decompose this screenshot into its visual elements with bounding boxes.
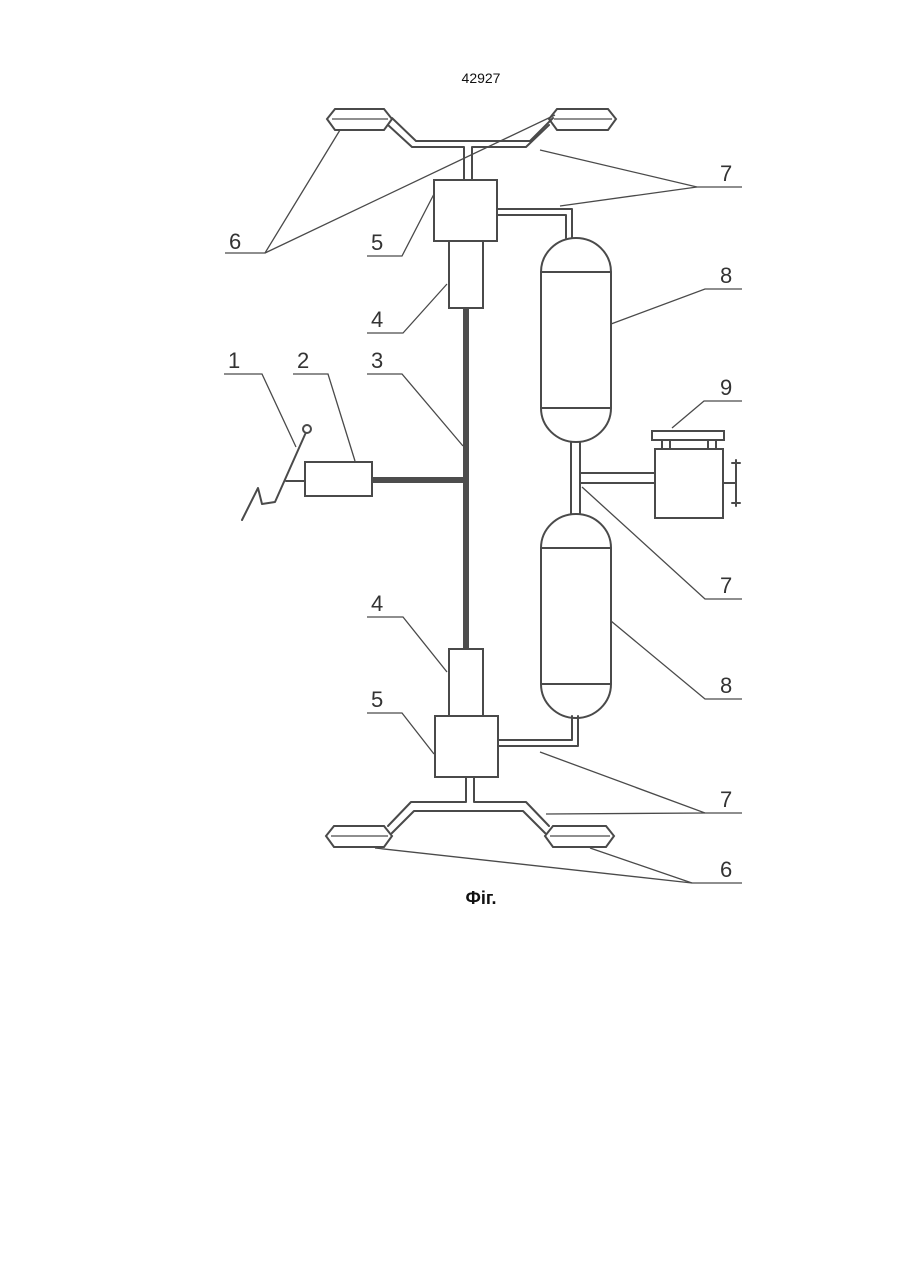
bottom-master-cylinder <box>435 716 498 777</box>
bottom-booster <box>449 649 483 716</box>
top-right-wheel-brake <box>549 109 616 130</box>
middle-pipe <box>571 442 654 514</box>
label-7-top: 7 <box>720 161 732 186</box>
label-5-top: 5 <box>371 230 383 255</box>
top-pipe <box>497 209 572 238</box>
label-7-bottom: 7 <box>720 787 732 812</box>
bottom-pipe <box>498 716 578 746</box>
bottom-left-wheel-brake <box>326 826 392 847</box>
label-7-middle: 7 <box>720 573 732 598</box>
label-6-top: 6 <box>229 229 241 254</box>
label-9: 9 <box>720 375 732 400</box>
label-5-bottom: 5 <box>371 687 383 712</box>
top-left-wheel-brake <box>327 109 392 130</box>
label-8-bottom: 8 <box>720 673 732 698</box>
label-1: 1 <box>228 348 240 373</box>
label-4-bottom: 4 <box>371 591 383 616</box>
bottom-accumulator <box>541 514 611 718</box>
top-booster <box>449 241 483 308</box>
control-valve <box>305 462 372 496</box>
control-rod <box>372 308 466 649</box>
top-accumulator <box>541 238 611 442</box>
pump-unit <box>652 431 740 518</box>
label-2: 2 <box>297 348 309 373</box>
brake-pedal <box>242 425 311 520</box>
label-4-top: 4 <box>371 307 383 332</box>
label-8-top: 8 <box>720 263 732 288</box>
label-3: 3 <box>371 348 383 373</box>
bottom-brake-lines <box>388 777 549 833</box>
figure-caption: Фіг. <box>0 888 900 909</box>
label-6-bottom: 6 <box>720 857 732 882</box>
bottom-right-wheel-brake <box>545 826 614 847</box>
top-master-cylinder <box>434 180 497 241</box>
